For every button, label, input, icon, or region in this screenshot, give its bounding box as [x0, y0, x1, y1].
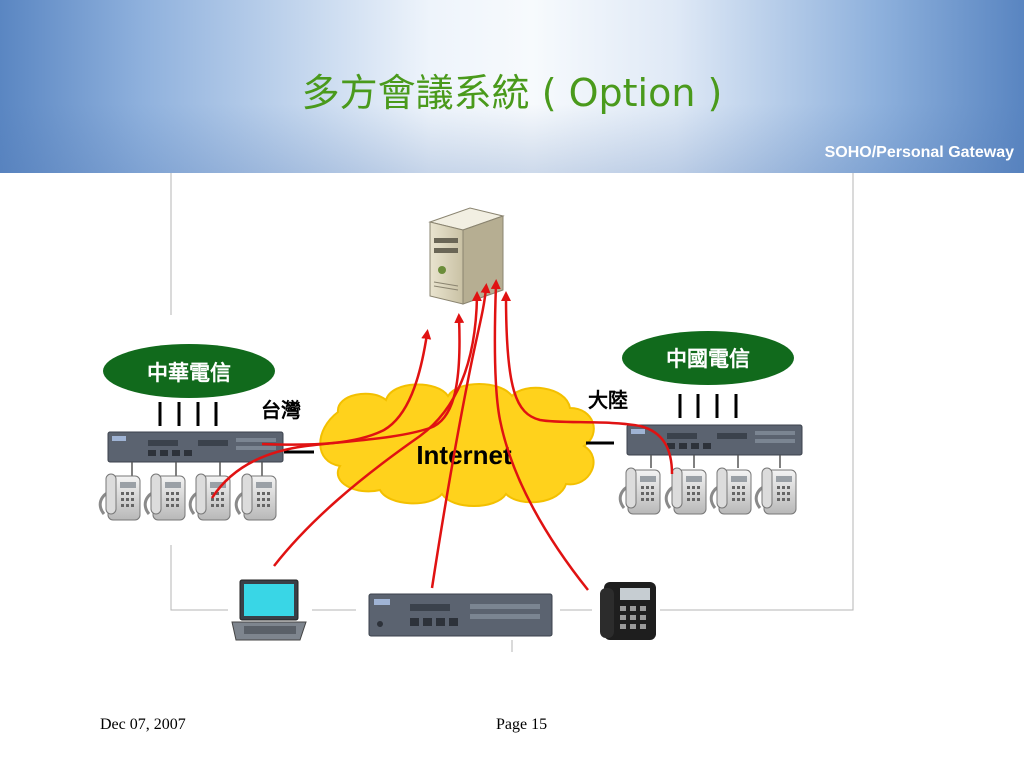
connection-line — [430, 283, 491, 589]
gateway-device-right — [626, 424, 803, 456]
laptop-icon — [231, 579, 307, 641]
footer-date: Dec 07, 2007 — [100, 716, 186, 733]
carrier-left-label: 中華電信 — [147, 361, 231, 385]
desk-phone-icon — [709, 466, 753, 516]
desk-phone-icon — [618, 466, 662, 516]
connection-lines — [210, 279, 674, 591]
region-right-label: 大陸 — [588, 388, 628, 412]
desk-phone-icon — [188, 472, 232, 522]
connection-line — [261, 329, 432, 446]
ip-phone-icon — [600, 582, 656, 640]
footer-page-number: Page 15 — [496, 716, 548, 733]
region-left-label: 台灣 — [261, 398, 301, 422]
slide-header — [0, 0, 1024, 173]
internet-label: Internet — [416, 440, 512, 470]
server-icon — [428, 207, 505, 305]
slide-subtitle: SOHO/Personal Gateway — [824, 144, 1014, 161]
carrier-right-label: 中國電信 — [666, 347, 750, 371]
connection-line — [273, 291, 482, 567]
gateway-device-left — [107, 431, 284, 463]
carrier-left-badge: 中華電信 — [103, 344, 275, 398]
desk-phone-icon — [234, 472, 278, 522]
trunk-lines-right — [678, 394, 738, 418]
desk-phone-icon — [754, 466, 798, 516]
desk-phone-icon — [664, 466, 708, 516]
carrier-right-badge: 中國電信 — [622, 331, 794, 385]
desk-phone-icon — [143, 472, 187, 522]
slide-title: 多方會議系統 ( Option ) — [301, 71, 723, 115]
connection-line — [490, 279, 589, 591]
connection-line — [501, 291, 674, 475]
gateway-device-bottom — [368, 593, 553, 637]
trunk-lines-left — [158, 402, 218, 426]
desk-phone-icon — [98, 472, 142, 522]
